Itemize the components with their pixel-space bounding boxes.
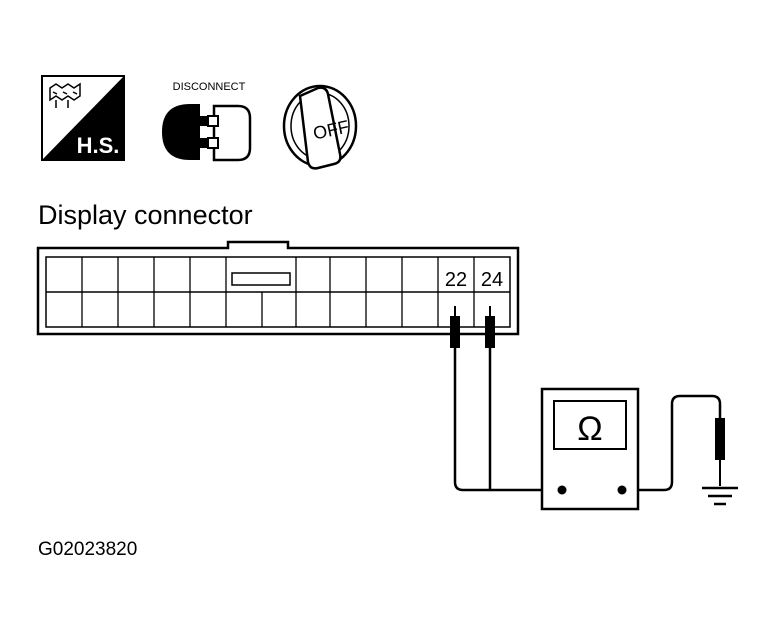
ground-probe — [715, 418, 725, 486]
disconnect-label: DISCONNECT — [173, 81, 246, 93]
connector-title: Display connector — [38, 200, 253, 230]
ohmmeter: Ω — [540, 387, 640, 511]
hs-label: H.S. — [77, 133, 120, 158]
terminal-label-22: 22 — [445, 269, 467, 291]
hs-icon: H.S. — [41, 75, 125, 161]
display-connector: 22 24 — [36, 240, 520, 336]
connector-latch — [231, 272, 291, 286]
ohm-symbol: Ω — [577, 410, 602, 448]
engine-glyph-icon — [49, 82, 81, 108]
ignition-key-icon: OFF — [282, 84, 358, 170]
terminal-label-24: 24 — [481, 269, 503, 291]
connector-plug-icon — [162, 104, 200, 160]
ground-icon — [702, 486, 738, 506]
test-leads — [453, 348, 722, 492]
figure-id: G02023820 — [38, 539, 137, 560]
ohmmeter-display — [553, 400, 627, 450]
ohmmeter-terminal-left — [557, 485, 567, 495]
disconnect-icon: DISCONNECT — [162, 81, 252, 162]
connector-socket-icon — [212, 104, 252, 162]
probe-24 — [485, 306, 495, 348]
ohmmeter-terminal-right — [617, 485, 627, 495]
probe-22 — [450, 306, 460, 348]
